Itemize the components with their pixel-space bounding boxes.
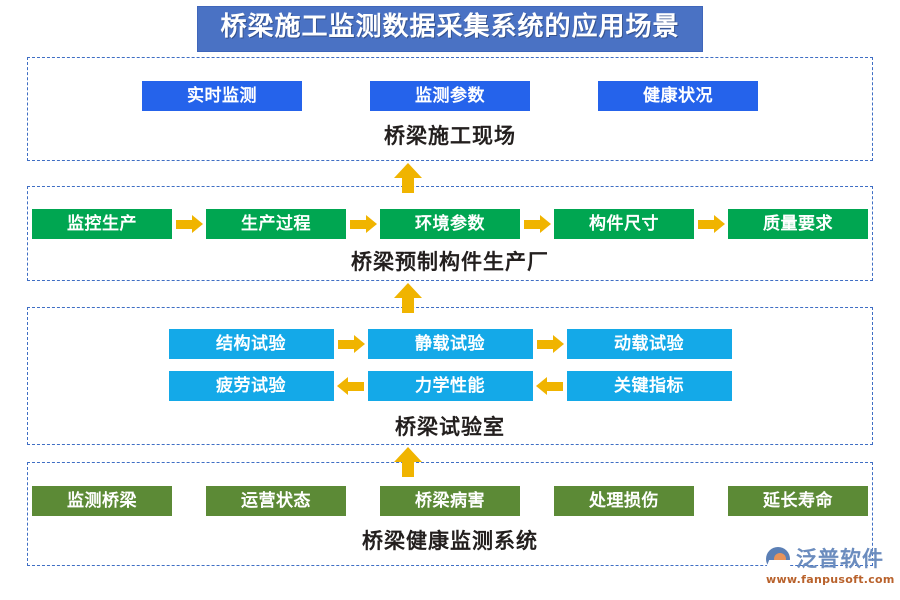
process-box[interactable]: 监控生产 [32,209,172,239]
process-box[interactable]: 疲劳试验 [168,371,334,401]
process-box[interactable]: 健康状况 [598,81,758,111]
arrow-right-icon [334,329,368,359]
box-row: 监测桥梁 运营状态 桥梁病害 处理损伤 延长寿命 [28,463,872,516]
section-bridge-lab: 结构试验 静载试验 动载试验疲劳试验 力学性能 关键指标桥梁试验室 [27,307,873,445]
arrow-shaft [402,177,414,193]
process-box[interactable]: 监测桥梁 [32,486,172,516]
process-box[interactable]: 力学性能 [367,371,533,401]
box-row: 疲劳试验 力学性能 关键指标 [28,359,872,401]
process-box[interactable]: 生产过程 [206,209,346,239]
box-spacer [346,486,380,516]
section-label: 桥梁施工现场 [384,123,516,148]
process-box[interactable]: 实时监测 [142,81,302,111]
box-spacer [172,486,206,516]
process-box[interactable]: 运营状态 [206,486,346,516]
arrow-head-icon [394,283,422,298]
section-construction-site: 实时监测 监测参数 健康状况桥梁施工现场 [27,57,873,161]
section-label: 桥梁健康监测系统 [362,528,538,553]
section-label: 桥梁预制构件生产厂 [351,249,549,274]
logo-row: 泛普软件 [764,546,892,572]
process-box[interactable]: 处理损伤 [554,486,694,516]
process-box[interactable]: 动载试验 [566,329,732,359]
page-title-banner: 桥梁施工监测数据采集系统的应用场景 [0,6,900,52]
box-row: 监控生产 生产过程 环境参数 构件尺寸 质量要求 [28,187,872,239]
section-health-monitoring: 监测桥梁 运营状态 桥梁病害 处理损伤 延长寿命桥梁健康监测系统 [27,462,873,566]
company-logo: 泛普软件 www.fanpusoft.com [764,546,895,592]
process-box[interactable]: 关键指标 [566,371,732,401]
section-precast-factory: 监控生产 生产过程 环境参数 构件尺寸 质量要求桥梁预制构件生产厂 [27,186,873,281]
process-box[interactable]: 桥梁病害 [380,486,520,516]
connector-arrow-up-3 [394,447,422,477]
connector-arrow-up-1 [394,163,422,193]
box-spacer [520,486,554,516]
box-spacer [694,486,728,516]
arrow-left-icon [533,371,567,401]
page-title: 桥梁施工监测数据采集系统的应用场景 [197,6,703,52]
arrow-head-icon [394,447,422,462]
process-box[interactable]: 监测参数 [370,81,530,111]
process-box[interactable]: 结构试验 [168,329,334,359]
arrow-head-icon [394,163,422,178]
logo-company-name: 泛普软件 [796,547,884,571]
process-box[interactable]: 静载试验 [367,329,533,359]
arrow-right-icon [172,209,206,239]
fanpu-circle-logo-icon [764,546,792,572]
arrow-shaft [402,461,414,477]
process-box[interactable]: 延长寿命 [728,486,868,516]
box-spacer [547,81,581,111]
process-box[interactable]: 质量要求 [728,209,868,239]
process-box[interactable]: 构件尺寸 [554,209,694,239]
arrow-left-icon [334,371,368,401]
arrow-right-icon [520,209,554,239]
box-row: 结构试验 静载试验 动载试验 [28,308,872,359]
box-spacer [319,81,353,111]
connector-arrow-up-2 [394,283,422,313]
arrow-right-icon [694,209,728,239]
box-row: 实时监测 监测参数 健康状况 [28,58,872,111]
section-label: 桥梁试验室 [395,414,505,439]
process-box[interactable]: 环境参数 [380,209,520,239]
arrow-right-icon [533,329,567,359]
logo-website-url: www.fanpusoft.com [766,573,895,586]
arrow-right-icon [346,209,380,239]
arrow-shaft [402,297,414,313]
